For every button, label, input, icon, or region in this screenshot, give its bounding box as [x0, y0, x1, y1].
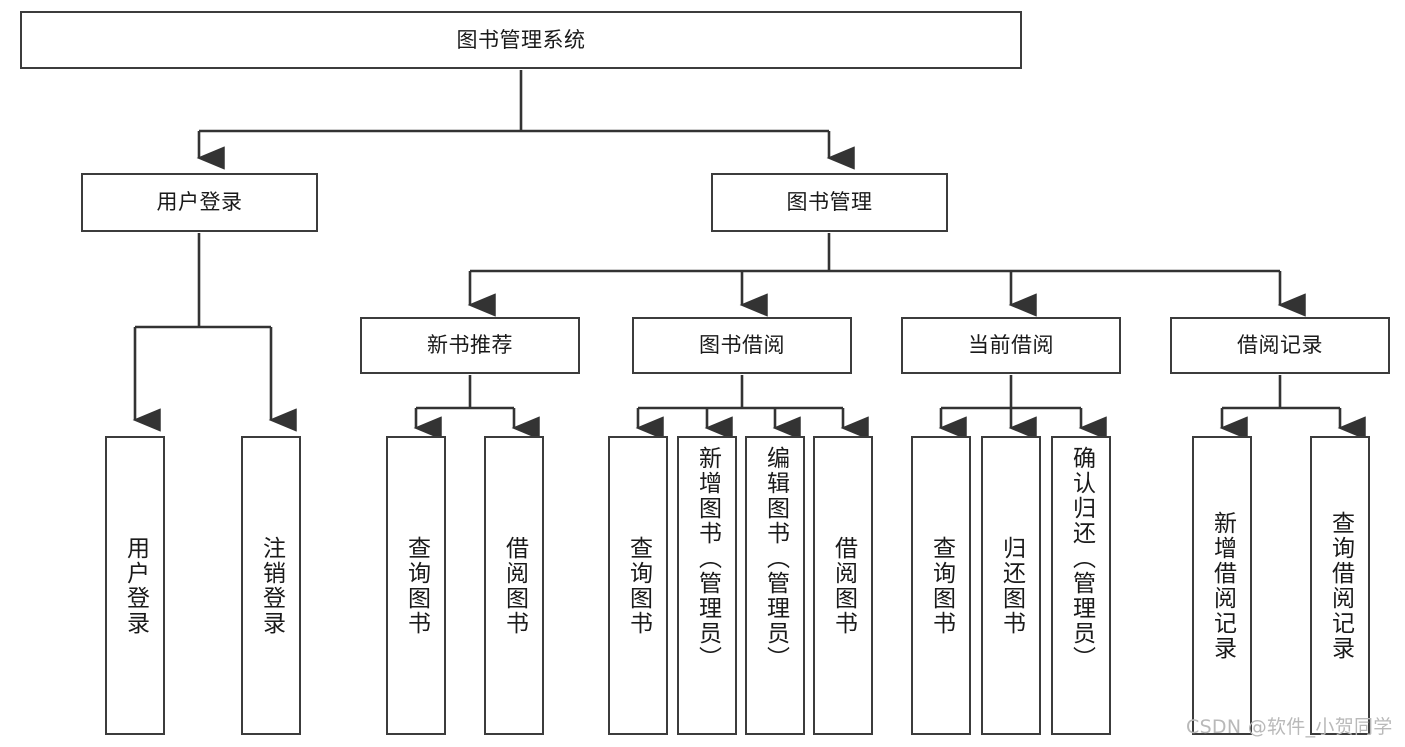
node-current-borrow[interactable]: 当前借阅 [901, 317, 1121, 374]
leaf-confirm-return[interactable]: 确认归还（管理员） [1051, 436, 1111, 735]
leaf-add-borrow-record[interactable]: 新增借阅记录 [1192, 436, 1252, 735]
node-label: 查询图书 [625, 535, 652, 636]
leaf-edit-book[interactable]: 编辑图书（管理员） [745, 436, 805, 735]
leaf-return-book[interactable]: 归还图书 [981, 436, 1041, 735]
node-label: 归还图书 [998, 535, 1025, 636]
node-label: 新书推荐 [427, 333, 513, 358]
node-label: 图书管理系统 [456, 27, 586, 52]
node-label: 新增图书（管理员） [694, 446, 721, 671]
node-label: 确认归还（管理员） [1068, 446, 1095, 671]
leaf-user-login[interactable]: 用户登录 [105, 436, 165, 735]
node-label: 图书借阅 [699, 333, 785, 358]
node-label: 借阅记录 [1237, 333, 1323, 358]
node-book-management-system[interactable]: 图书管理系统 [20, 11, 1022, 69]
node-label: 用户登录 [156, 190, 243, 215]
node-label: 借阅图书 [830, 535, 857, 636]
node-book-management[interactable]: 图书管理 [711, 173, 948, 232]
node-label: 用户登录 [122, 535, 149, 636]
node-label: 编辑图书（管理员） [762, 446, 789, 671]
node-user-login[interactable]: 用户登录 [81, 173, 318, 232]
node-borrow-record[interactable]: 借阅记录 [1170, 317, 1390, 374]
leaf-query-book-current[interactable]: 查询图书 [911, 436, 971, 735]
leaf-query-book-recommend[interactable]: 查询图书 [386, 436, 446, 735]
node-label: 新增借阅记录 [1209, 510, 1236, 661]
leaf-query-borrow-record[interactable]: 查询借阅记录 [1310, 436, 1370, 735]
node-label: 图书管理 [786, 190, 873, 215]
node-label: 当前借阅 [968, 333, 1054, 358]
node-label: 注销登录 [258, 535, 285, 636]
node-label: 借阅图书 [501, 535, 528, 636]
leaf-user-logout[interactable]: 注销登录 [241, 436, 301, 735]
node-label: 查询图书 [403, 535, 430, 636]
node-book-borrow[interactable]: 图书借阅 [632, 317, 852, 374]
node-label: 查询图书 [928, 535, 955, 636]
node-label: 查询借阅记录 [1327, 510, 1354, 661]
leaf-borrow-book[interactable]: 借阅图书 [813, 436, 873, 735]
leaf-borrow-book-recommend[interactable]: 借阅图书 [484, 436, 544, 735]
leaf-query-book-borrow[interactable]: 查询图书 [608, 436, 668, 735]
leaf-add-book[interactable]: 新增图书（管理员） [677, 436, 737, 735]
node-new-book-recommend[interactable]: 新书推荐 [360, 317, 580, 374]
